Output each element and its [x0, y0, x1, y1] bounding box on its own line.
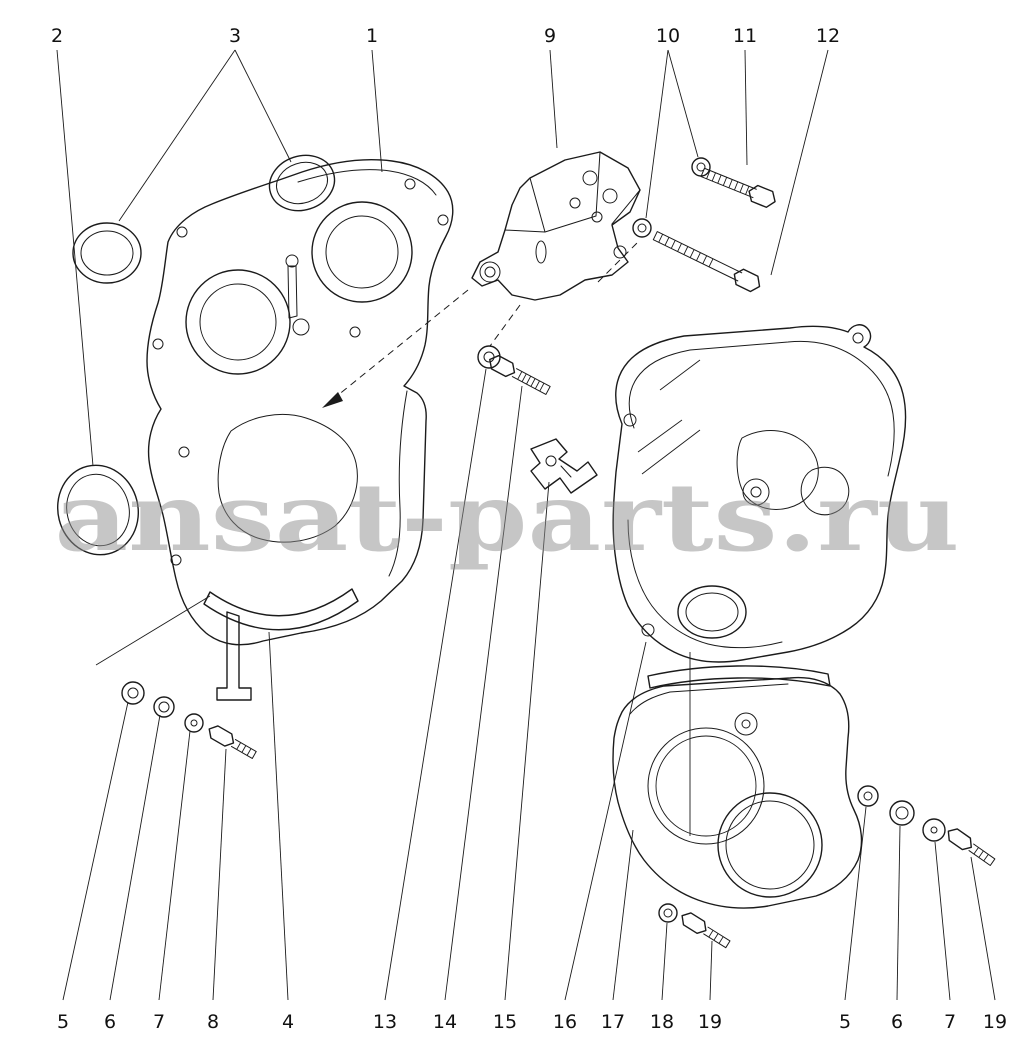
- bolt-left: [208, 725, 257, 759]
- seal-washer-right: [889, 800, 915, 826]
- camshaft-seal-ring-top: [268, 154, 336, 212]
- washer-lower: [632, 218, 652, 238]
- watermark-text: ansat-parts.ru: [55, 463, 960, 573]
- bolt-bottom: [681, 912, 731, 949]
- lower-outer-cover: [612, 676, 863, 909]
- callout-6-left: 6: [104, 1011, 116, 1033]
- clamp-bracket: [530, 438, 598, 494]
- callout-15: 15: [493, 1011, 517, 1033]
- callout-2: 2: [51, 25, 63, 47]
- callout-1: 1: [366, 25, 378, 47]
- callout-6-right: 6: [891, 1011, 903, 1033]
- crankshaft-seal-ring: [56, 464, 140, 556]
- callout-19-right: 19: [983, 1011, 1007, 1033]
- washer-left-b: [153, 696, 175, 718]
- callout-8: 8: [207, 1011, 219, 1033]
- washer-left-c: [184, 713, 204, 733]
- callout-9: 9: [544, 25, 556, 47]
- callout-13: 13: [373, 1011, 397, 1033]
- callout-10: 10: [656, 25, 680, 47]
- cover-bolt: [489, 354, 551, 395]
- flat-washer-right: [922, 818, 946, 842]
- callout-4: 4: [282, 1011, 294, 1033]
- bolt-right: [947, 828, 996, 866]
- inner-timing-cover: [146, 158, 454, 646]
- callout-3: 3: [229, 25, 241, 47]
- callout-5-right: 5: [839, 1011, 851, 1033]
- engine-mount-bracket: [471, 151, 641, 301]
- assembly-direction-lines: [322, 239, 641, 408]
- upper-outer-cover: [612, 324, 907, 663]
- callout-19-mid: 19: [698, 1011, 722, 1033]
- mount-bolt-short: [700, 167, 776, 208]
- callout-7-left: 7: [153, 1011, 165, 1033]
- callouts-bottom: 5 6 7 8 4 13 14 15 16 17 18 19 5 6 7 19: [57, 1011, 1007, 1033]
- callout-11: 11: [733, 25, 757, 47]
- callout-5-left: 5: [57, 1011, 69, 1033]
- mount-bolt-long: [652, 231, 761, 293]
- callouts-top: 2 3 1 9 10 11 12: [51, 25, 840, 47]
- callout-17: 17: [601, 1011, 625, 1033]
- washer-right: [857, 785, 879, 807]
- washer-left-a: [121, 681, 145, 705]
- callout-14: 14: [433, 1011, 457, 1033]
- washer-bottom: [658, 903, 678, 923]
- lower-support-bracket: [203, 588, 359, 701]
- callout-7-right: 7: [944, 1011, 956, 1033]
- callout-18: 18: [650, 1011, 674, 1033]
- callout-12: 12: [816, 25, 840, 47]
- callout-16: 16: [553, 1011, 577, 1033]
- washer-upper: [691, 157, 711, 177]
- camshaft-seal-ring-left: [72, 222, 142, 284]
- leader-lines: [56, 49, 996, 1001]
- arrow-head: [322, 392, 343, 408]
